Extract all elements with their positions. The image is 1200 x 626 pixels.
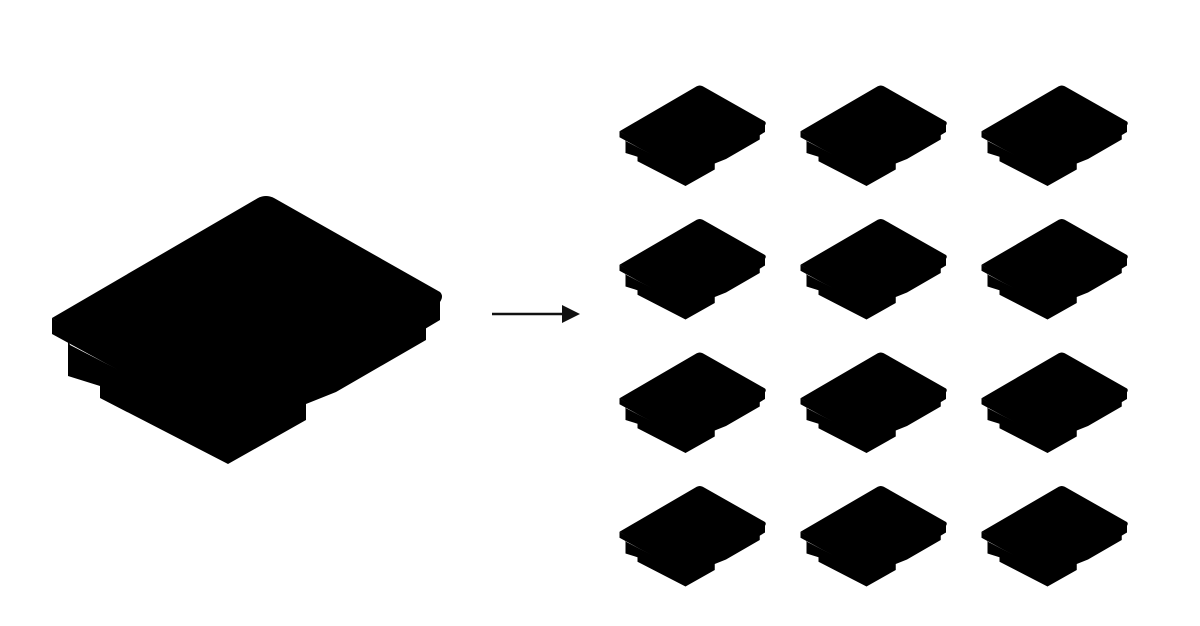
tray-copy: [981, 352, 1128, 453]
tray-copies-grid: [619, 85, 1128, 587]
cutlery-tray-icon: [981, 219, 1128, 320]
cutlery-tray-icon: [800, 352, 947, 453]
tray-copy: [619, 219, 766, 320]
cutlery-tray-icon: [981, 85, 1128, 186]
cutlery-tray-icon: [619, 219, 766, 320]
cutlery-tray-icon: [800, 486, 947, 587]
source-cutlery-tray: [52, 196, 442, 464]
tray-copy: [981, 219, 1128, 320]
cutlery-tray-icon: [619, 85, 766, 186]
tray-copy: [800, 486, 947, 587]
tray-copy: [981, 85, 1128, 186]
cutlery-tray-icon: [981, 486, 1128, 587]
tray-copy: [619, 352, 766, 453]
tray-copy: [800, 352, 947, 453]
tray-copy: [981, 486, 1128, 587]
cutlery-tray-icon: [619, 352, 766, 453]
cutlery-tray-icon: [800, 219, 947, 320]
cutlery-tray-icon: [981, 352, 1128, 453]
arrow-right-icon: [492, 305, 580, 323]
tray-copy: [619, 85, 766, 186]
cutlery-tray-icon: [800, 85, 947, 186]
tray-copy: [800, 85, 947, 186]
cutlery-tray-icon: [619, 486, 766, 587]
tray-copy: [619, 486, 766, 587]
tray-copy: [800, 219, 947, 320]
cutlery-tray-icon: [52, 196, 442, 464]
